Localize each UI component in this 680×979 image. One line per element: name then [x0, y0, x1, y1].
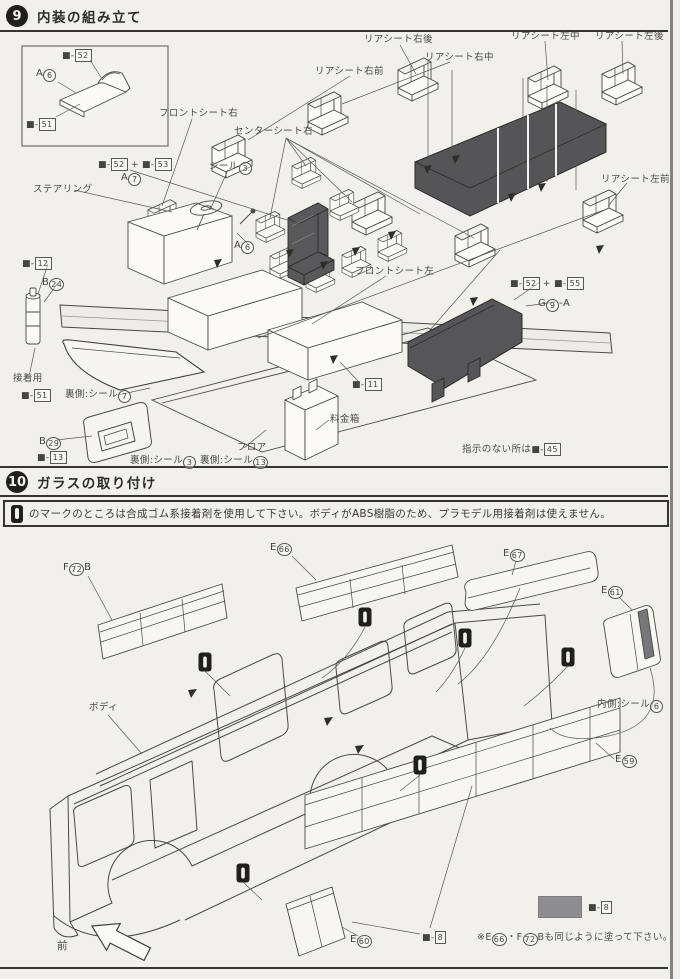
section10-title: ガラスの取り付け — [37, 476, 157, 492]
label-rear-seat-left-front: リアシート左前 — [601, 174, 670, 185]
label-rear-seat-left-rear: リアシート左後 — [595, 31, 664, 42]
label-floor: フロア — [237, 442, 267, 453]
label-front-seat-left: フロントシート左 — [355, 266, 435, 277]
paint-code-swatch: ■-8 — [588, 901, 613, 914]
dashboard-steering — [127, 200, 256, 285]
interior-assembly-illustration — [21, 40, 643, 463]
seat-platforms — [167, 269, 403, 381]
fare-box — [284, 378, 339, 461]
glue-warning-text: のマークのところは合成ゴム系接着剤を使用して下さい。ボディがABS樹脂のため、プ… — [29, 508, 611, 520]
section9-title: 内装の組み立て — [37, 10, 142, 26]
glass-e66 — [295, 544, 459, 622]
front-direction-arrow — [90, 922, 152, 962]
paint-code-inset-bottom: ■-51 — [26, 118, 56, 131]
rubber-glue-mark-icon — [11, 504, 23, 523]
label-steering: ステアリング — [33, 184, 93, 195]
label-front-seat-right: フロントシート右 — [159, 108, 239, 119]
paint-code-driver-seat: ■-52 + ■-53 — [98, 158, 172, 171]
glass-e67 — [464, 551, 599, 611]
label-glue-use: 接着用 — [13, 373, 43, 384]
inset-seat-detail — [21, 45, 169, 147]
paint-code-g9: ■-52 + ■-55 — [510, 277, 584, 290]
label-center-seat-right: センターシート右 — [234, 126, 314, 137]
divider — [0, 495, 668, 497]
glass-installation-illustration — [49, 544, 661, 962]
paint-code-b24: ■-12 — [22, 257, 52, 270]
label-front-direction: 前 — [57, 940, 68, 952]
section9-header: 9 内装の組み立て — [6, 5, 142, 27]
front-bench-dark — [407, 298, 523, 403]
heater-part — [83, 402, 152, 463]
divider — [0, 466, 668, 468]
mount-arrows — [188, 689, 364, 754]
extinguisher-part — [25, 287, 41, 345]
glue-warning-box: のマークのところは合成ゴム系接着剤を使用して下さい。ボディがABS樹脂のため、プ… — [3, 500, 669, 527]
glass-e59-strip — [304, 697, 621, 850]
section9-number-badge: 9 — [6, 5, 28, 27]
glass-e60 — [285, 886, 346, 957]
label-rear-seat-left-middle: リアシート左中 — [511, 31, 580, 42]
default-paint-note: 指示のない所は■-45 — [462, 443, 561, 456]
section10-header: 10 ガラスの取り付け — [6, 471, 157, 493]
paint-swatch — [538, 896, 582, 918]
glass-e61 — [603, 605, 661, 678]
label-fare-box: 料金箱 — [330, 414, 360, 425]
divider — [0, 967, 668, 969]
leader-lines — [87, 555, 655, 937]
label-rear-seat-right-front: リアシート右前 — [315, 66, 384, 77]
paint-code-b29: ■-13 — [37, 451, 67, 464]
paint-code-e60: ■-8 — [422, 931, 447, 944]
label-rear-seat-right-rear: リアシート右後 — [364, 34, 433, 45]
leader-lines — [29, 40, 628, 449]
paint-code-inset-top: ■-52 — [62, 49, 92, 62]
paint-code-glue: ■-51 — [21, 389, 51, 402]
section10-number-badge: 10 — [6, 471, 28, 493]
paint-code-center: ■-11 — [352, 378, 382, 391]
driver-seat-dark — [287, 202, 335, 286]
rear-bench-dark — [414, 101, 607, 217]
glass-f72b — [97, 583, 228, 660]
label-body: ボディ — [89, 702, 119, 713]
label-rear-seat-right-middle: リアシート右中 — [425, 52, 494, 63]
divider — [0, 30, 668, 32]
scan-edge — [670, 0, 673, 979]
